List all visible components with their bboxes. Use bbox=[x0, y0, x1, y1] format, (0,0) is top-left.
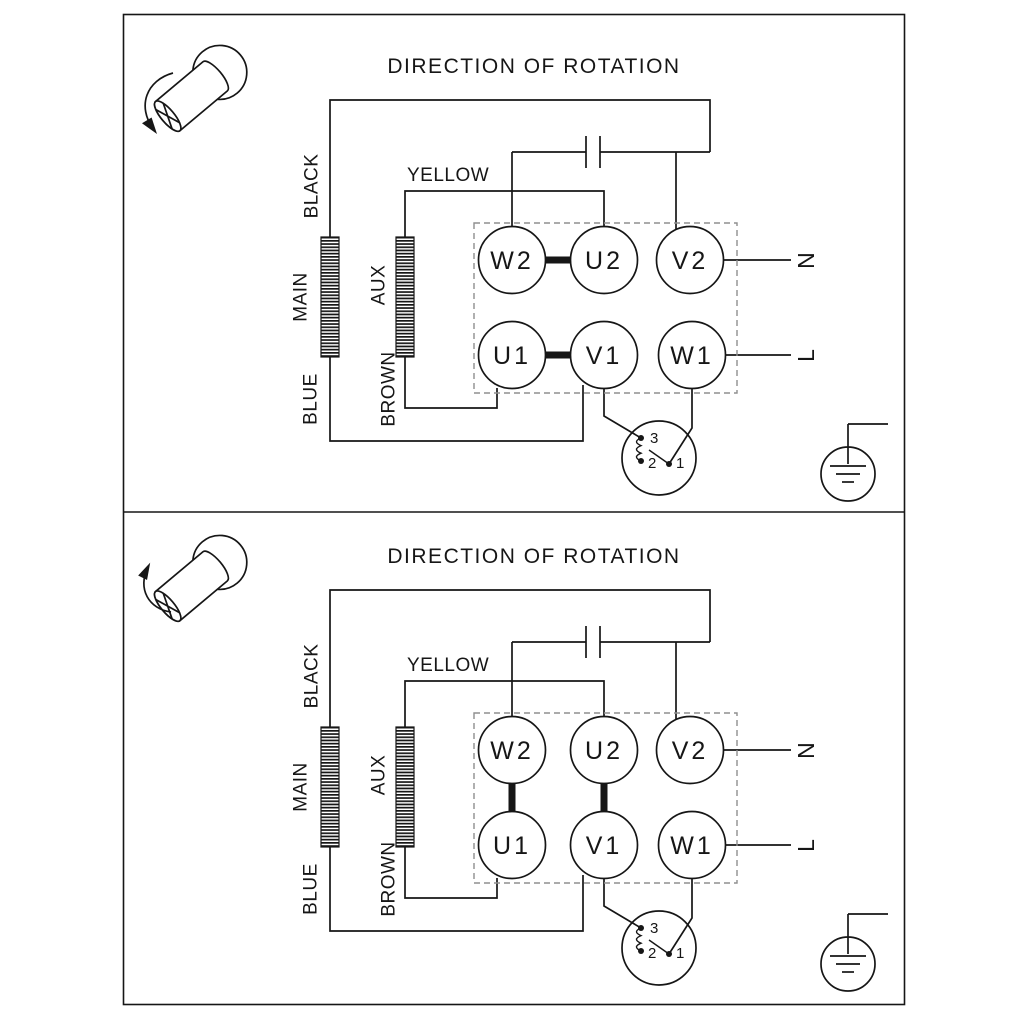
panel-title: DIRECTION OF ROTATION bbox=[387, 55, 680, 78]
earth-symbol bbox=[820, 423, 888, 502]
motor-rotation-icon bbox=[138, 534, 248, 623]
terminal-block-aux bbox=[395, 726, 415, 848]
label-neutral: N bbox=[793, 251, 819, 269]
thermal-contact-3: 3 bbox=[650, 430, 658, 447]
label-yellow: YELLOW bbox=[407, 655, 489, 676]
wire-black bbox=[329, 589, 711, 727]
thermal-contact-1: 1 bbox=[676, 455, 684, 472]
wire-black bbox=[329, 99, 711, 237]
label-line: L bbox=[793, 838, 819, 852]
wiring bbox=[329, 99, 791, 442]
wire-v1-to-thermal bbox=[603, 878, 642, 929]
label-main: MAIN bbox=[291, 762, 312, 812]
thermal-contact-1: 1 bbox=[676, 945, 684, 962]
wire-blue bbox=[329, 357, 584, 442]
thermal-circle bbox=[621, 420, 697, 496]
terminal-w1-label: W1 bbox=[670, 342, 714, 370]
panel-title: DIRECTION OF ROTATION bbox=[387, 545, 680, 568]
terminal-w2-label: W2 bbox=[490, 737, 534, 765]
terminal-u2-label: U2 bbox=[585, 247, 623, 275]
capacitor-symbol bbox=[585, 626, 601, 658]
thermal-contact-2: 2 bbox=[648, 945, 656, 962]
label-blue: BLUE bbox=[301, 373, 322, 425]
wire-w1-to-thermal bbox=[668, 388, 693, 465]
wire-yellow bbox=[404, 680, 605, 727]
terminal-w1-label: W1 bbox=[670, 832, 714, 860]
panel-rotation-2: DIRECTION OF ROTATION bbox=[138, 534, 888, 992]
wire-blue bbox=[329, 847, 584, 932]
terminal-w1 bbox=[657, 320, 727, 390]
terminal-block-main bbox=[320, 726, 340, 848]
label-yellow: YELLOW bbox=[407, 165, 489, 186]
terminal-v2 bbox=[655, 225, 725, 295]
label-aux: AUX bbox=[369, 265, 390, 306]
terminal-board-outline bbox=[473, 222, 738, 394]
label-blue: BLUE bbox=[301, 863, 322, 915]
terminal-w2 bbox=[477, 715, 547, 785]
wiring bbox=[329, 589, 791, 932]
terminal-u1-label: U1 bbox=[493, 342, 531, 370]
terminal-v1-label: V1 bbox=[586, 342, 623, 370]
thermal-circle bbox=[621, 910, 697, 986]
rotation-arrowhead bbox=[142, 117, 157, 134]
label-black: BLACK bbox=[302, 644, 323, 709]
terminal-w1 bbox=[657, 810, 727, 880]
terminal-u1-label: U1 bbox=[493, 832, 531, 860]
thermal-contact-blade bbox=[648, 939, 670, 955]
panel-rotation-1: DIRECTION OF ROTATION bbox=[142, 44, 888, 502]
capacitor-symbol bbox=[585, 136, 601, 168]
label-line: L bbox=[793, 348, 819, 362]
terminal-w2-label: W2 bbox=[490, 247, 534, 275]
terminal-u2-label: U2 bbox=[585, 737, 623, 765]
label-aux: AUX bbox=[369, 755, 390, 796]
label-black: BLACK bbox=[302, 154, 323, 219]
rotation-arrowhead bbox=[138, 562, 151, 580]
wire-v1-to-thermal bbox=[603, 388, 642, 439]
terminal-board-outline bbox=[473, 712, 738, 884]
thermal-contact-2: 2 bbox=[648, 455, 656, 472]
terminal-v1-label: V1 bbox=[586, 832, 623, 860]
terminal-u2 bbox=[569, 715, 639, 785]
label-brown: BROWN bbox=[379, 351, 400, 426]
wire-brown bbox=[404, 357, 498, 409]
wire-w1-to-thermal bbox=[668, 878, 693, 955]
thermal-protector: 3 2 1 bbox=[603, 878, 697, 986]
thermal-contact-blade bbox=[648, 449, 670, 465]
terminal-v2-label: V2 bbox=[672, 247, 709, 275]
thermal-protector: 3 2 1 bbox=[603, 388, 697, 496]
terminal-v2 bbox=[655, 715, 725, 785]
terminal-block-main bbox=[320, 236, 340, 358]
thermal-contact-3: 3 bbox=[650, 920, 658, 937]
label-neutral: N bbox=[793, 741, 819, 759]
outer-frame bbox=[122, 13, 906, 1006]
label-brown: BROWN bbox=[379, 841, 400, 916]
motor-rotation-icon bbox=[142, 44, 248, 134]
wire-brown bbox=[404, 847, 498, 899]
terminal-block-aux bbox=[395, 236, 415, 358]
wire-yellow bbox=[404, 190, 605, 237]
terminal-v2-label: V2 bbox=[672, 737, 709, 765]
earth-symbol bbox=[820, 913, 888, 992]
label-main: MAIN bbox=[291, 272, 312, 322]
thermal-coil bbox=[635, 437, 643, 462]
thermal-coil bbox=[635, 927, 643, 952]
